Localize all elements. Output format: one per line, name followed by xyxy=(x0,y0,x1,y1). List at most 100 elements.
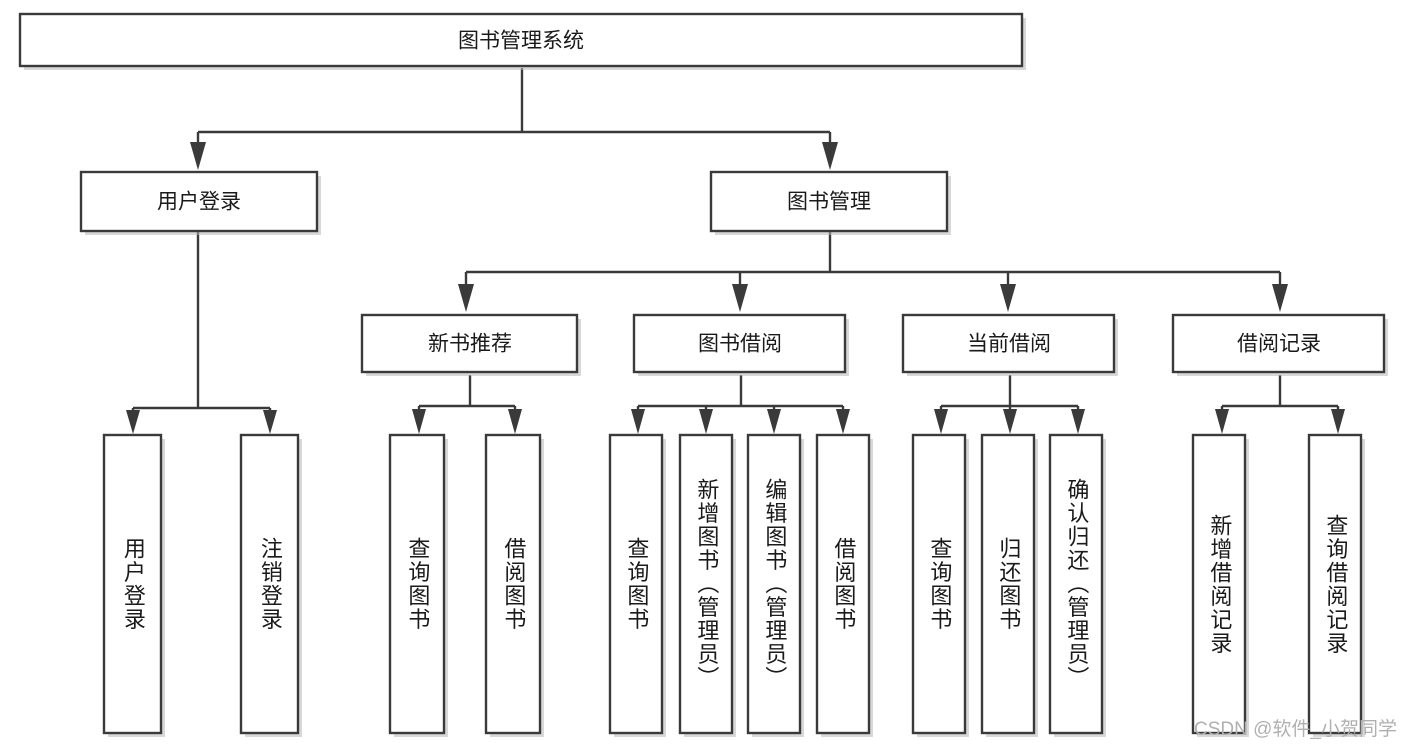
leaf-label-container: 借阅图书 xyxy=(831,537,857,631)
arrow-head-currentborrow-leaf2 xyxy=(1003,409,1017,434)
leaf-label-container: 查询借阅记录 xyxy=(1323,513,1349,655)
leaf-current-borrow-3[interactable]: 确认归还（管理员） xyxy=(1048,433,1106,737)
leaf-box xyxy=(746,433,802,735)
leaf-box xyxy=(1307,433,1363,735)
node-user-login[interactable]: 用户登录 xyxy=(79,170,321,235)
leaf-book-borrow-4[interactable]: 借阅图书 xyxy=(815,433,873,737)
leaf-new-book-1[interactable]: 查询图书 xyxy=(388,433,448,737)
new-book-box xyxy=(360,313,579,374)
arrow-head-currentborrow-leaf3 xyxy=(1071,409,1085,434)
arrow-head-newbook-leaf1 xyxy=(412,409,426,434)
node-book-manage[interactable]: 图书管理 xyxy=(709,170,951,235)
book-borrow-box xyxy=(632,313,847,374)
node-borrow-record[interactable]: 借阅记录 xyxy=(1171,313,1388,376)
leaf-label: 归还图书 xyxy=(996,537,1022,631)
arrow-head-userlogin-leaf1 xyxy=(126,410,140,434)
leaf-label: 新增借阅记录 xyxy=(1207,513,1233,655)
connector-group-bookborrow xyxy=(631,375,850,434)
root-box xyxy=(18,12,1024,68)
arrow-head-borrowrecord xyxy=(1272,284,1288,312)
leaf-label-container: 注销登录 xyxy=(257,537,283,631)
leaf-label-container: 新增借阅记录 xyxy=(1207,513,1233,655)
leaf-label-container: 用户登录 xyxy=(120,537,146,631)
leaf-label-container: 查询图书 xyxy=(405,537,431,631)
leaf-current-borrow-2[interactable]: 归还图书 xyxy=(980,433,1038,737)
arrow-head-bookborrow-leaf4 xyxy=(836,409,850,434)
arrow-head-currentborrow-leaf1 xyxy=(934,409,948,434)
arrow-head-bookborrow-leaf1 xyxy=(631,409,645,434)
leaf-user-login-2[interactable]: 注销登录 xyxy=(239,433,302,737)
leaf-label-container: 归还图书 xyxy=(996,537,1022,631)
arrow-head-currentborrow xyxy=(1000,284,1016,312)
node-current-borrow[interactable]: 当前借阅 xyxy=(901,313,1118,376)
book-manage-box xyxy=(709,170,949,233)
leaf-box xyxy=(608,433,664,735)
leaf-label-container: 确认归还（管理员） xyxy=(1064,478,1090,690)
leaf-label: 借阅图书 xyxy=(831,537,857,631)
arrow-head-bookborrow xyxy=(732,284,748,312)
current-borrow-label: 当前借阅 xyxy=(967,333,1051,356)
leaf-label: 确认归还（管理员） xyxy=(1064,478,1090,690)
leaf-box xyxy=(980,433,1036,735)
leaf-label: 注销登录 xyxy=(257,537,283,631)
leaf-new-book-2[interactable]: 借阅图书 xyxy=(484,433,544,737)
current-borrow-box xyxy=(901,313,1116,374)
leaf-label: 查询图书 xyxy=(405,537,431,631)
leaf-label-container: 新增图书（管理员） xyxy=(694,478,720,690)
leaf-label: 查询图书 xyxy=(927,537,953,631)
root-label: 图书管理系统 xyxy=(458,30,584,53)
node-book-borrow[interactable]: 图书借阅 xyxy=(632,313,849,376)
new-book-label: 新书推荐 xyxy=(428,333,512,356)
leaf-label: 用户登录 xyxy=(120,537,146,631)
connector-group-borrowrecord xyxy=(1215,375,1345,434)
leaf-borrow-record-1[interactable]: 新增借阅记录 xyxy=(1191,433,1249,737)
leaf-label-container: 查询图书 xyxy=(624,537,649,631)
arrow-head-newbook xyxy=(458,284,474,312)
arrow-head-borrowrecord-leaf1 xyxy=(1215,409,1229,434)
leaf-label: 查询借阅记录 xyxy=(1323,513,1349,655)
leaf-box xyxy=(239,433,300,735)
connector-group-root xyxy=(190,68,838,170)
leaf-label-container: 查询图书 xyxy=(927,537,953,631)
borrow-record-label: 借阅记录 xyxy=(1237,333,1321,356)
leaf-box xyxy=(388,433,446,735)
connector-group-userlogin xyxy=(126,232,277,434)
leaf-box xyxy=(1191,433,1247,735)
leaf-book-borrow-2[interactable]: 新增图书（管理员） xyxy=(678,433,736,737)
arrow-head-bookmanage xyxy=(822,142,838,170)
leaf-book-borrow-1[interactable]: 查询图书 xyxy=(608,433,666,737)
connector-group-newbook xyxy=(412,375,522,434)
arrow-head-bookborrow-leaf2 xyxy=(699,409,713,434)
leaf-box xyxy=(102,433,163,735)
leaf-box xyxy=(1048,433,1104,735)
connector-group-bookmanage xyxy=(458,232,1288,312)
leaf-box xyxy=(911,433,967,735)
leaf-box xyxy=(678,433,734,735)
arrow-head-newbook-leaf2 xyxy=(508,409,522,434)
book-manage-label: 图书管理 xyxy=(787,191,871,214)
leaf-user-login-1[interactable]: 用户登录 xyxy=(102,433,165,737)
book-borrow-label: 图书借阅 xyxy=(698,333,782,356)
leaf-book-borrow-3[interactable]: 编辑图书（管理员） xyxy=(746,433,804,737)
arrow-head-borrowrecord-leaf2 xyxy=(1331,409,1345,434)
leaf-current-borrow-1[interactable]: 查询图书 xyxy=(911,433,969,737)
leaf-label: 新增图书（管理员） xyxy=(694,478,720,690)
leaf-label: 编辑图书（管理员） xyxy=(762,478,788,690)
arrow-head-bookborrow-leaf3 xyxy=(767,409,781,434)
leaf-label: 借阅图书 xyxy=(501,537,527,631)
leaf-label-container: 借阅图书 xyxy=(501,537,527,631)
node-root[interactable]: 图书管理系统 xyxy=(18,12,1026,70)
leaf-borrow-record-2[interactable]: 查询借阅记录 xyxy=(1307,433,1365,737)
leaf-box xyxy=(484,433,542,735)
borrow-record-box xyxy=(1171,313,1386,374)
node-new-book-recommend[interactable]: 新书推荐 xyxy=(360,313,581,376)
arrow-head-userlogin xyxy=(190,142,206,170)
user-login-box xyxy=(79,170,319,233)
leaf-label-container: 编辑图书（管理员） xyxy=(762,478,788,690)
arrow-head-userlogin-leaf2 xyxy=(263,410,277,434)
leaf-box xyxy=(815,433,871,735)
connector-group-currentborrow xyxy=(934,375,1085,434)
user-login-label: 用户登录 xyxy=(157,191,241,214)
